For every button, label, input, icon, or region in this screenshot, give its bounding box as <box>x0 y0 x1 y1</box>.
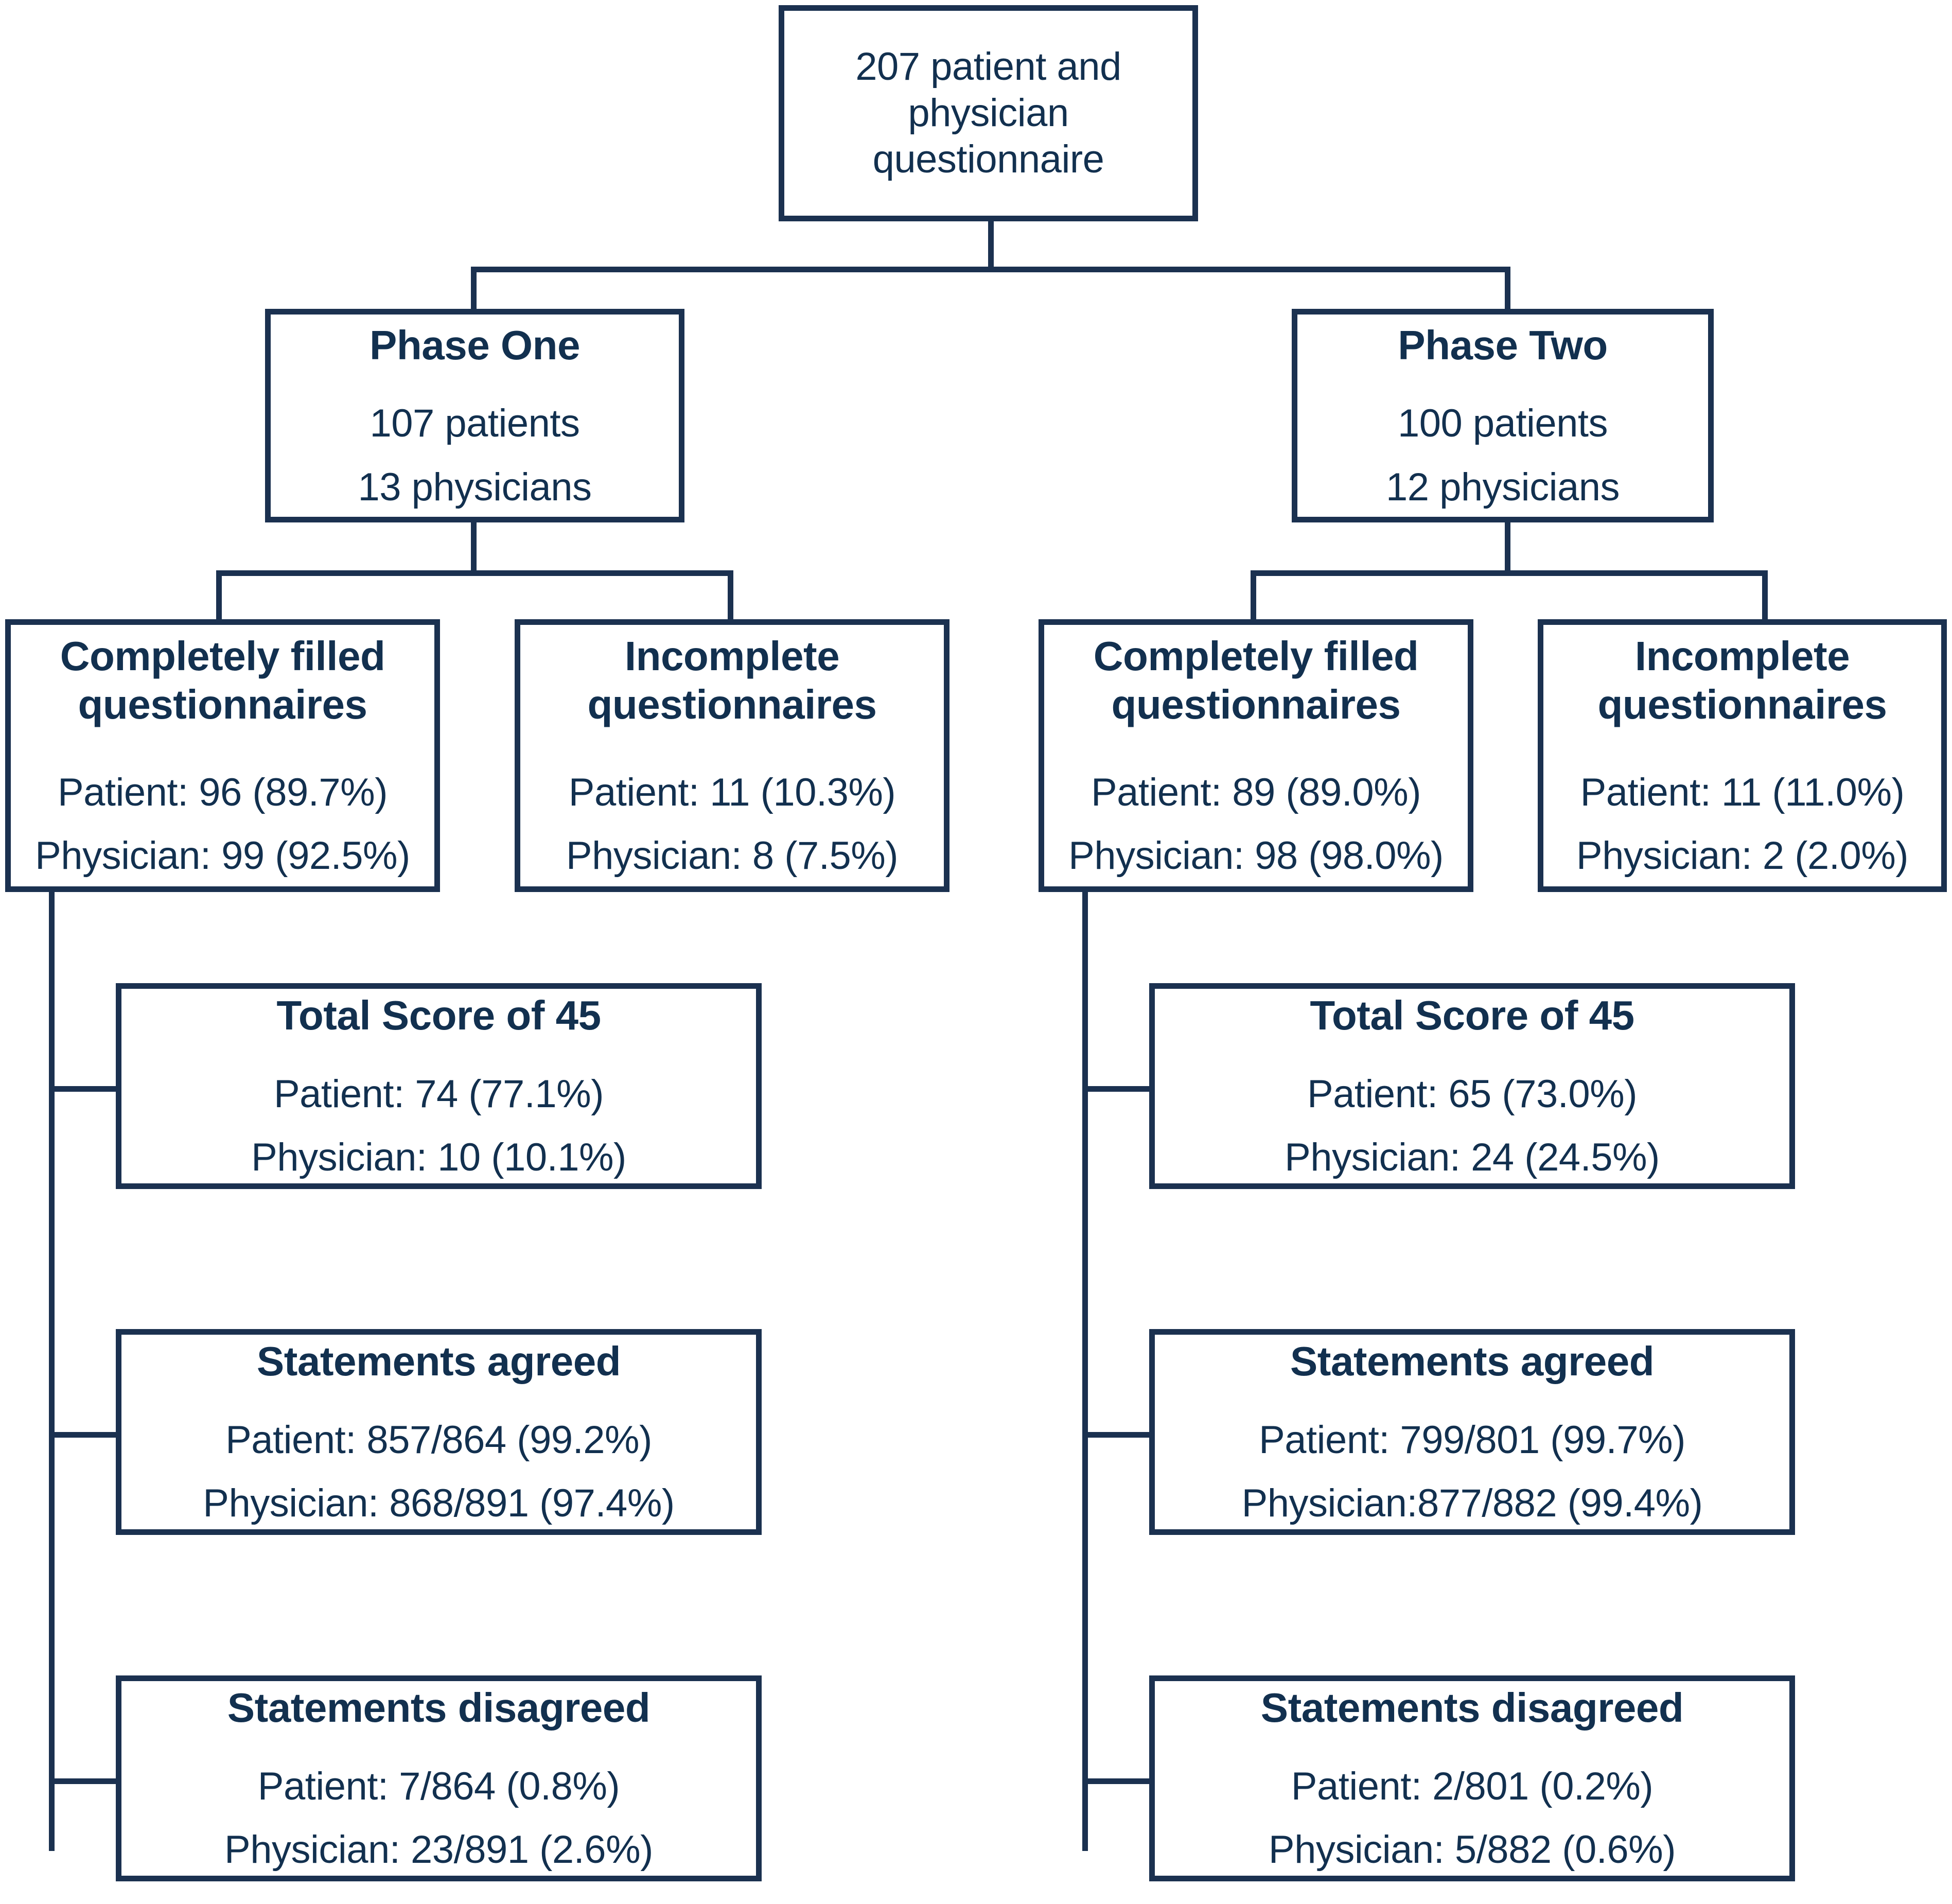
node-phase-two-incomplete[interactable]: Incomplete questionnaires Patient: 11 (1… <box>1538 619 1947 892</box>
phase-one-total-score-patient: Patient: 74 (77.1%) <box>273 1072 604 1116</box>
connector-phase-one-bus <box>216 570 733 576</box>
connector-right-stub-statements-agreed <box>1082 1432 1149 1438</box>
phase-one-patients: 107 patients <box>370 401 580 446</box>
connector-root-to-phase-two <box>1505 267 1510 321</box>
phase-one-statements-disagreed-title: Statements disagreed <box>227 1685 650 1731</box>
phase-one-statements-agreed-physician: Physician: 868/891 (97.4%) <box>203 1481 675 1526</box>
node-phase-one-statements-disagreed[interactable]: Statements disagreed Patient: 7/864 (0.8… <box>116 1675 762 1881</box>
phase-two-statements-disagreed-physician: Physician: 5/882 (0.6%) <box>1268 1828 1676 1872</box>
root-line-1: 207 patient and <box>855 45 1121 89</box>
phase-one-incomplete-patient: Patient: 11 (10.3%) <box>568 770 896 814</box>
phase-one-complete-title-line-2: questionnaires <box>78 682 367 728</box>
phase-two-incomplete-title-line-1: Incomplete <box>1634 633 1850 679</box>
root-line-2: physician <box>908 91 1069 135</box>
phase-two-total-score-title: Total Score of 45 <box>1310 992 1634 1039</box>
connector-root-stem <box>988 219 994 270</box>
phase-two-physicians: 12 physicians <box>1386 465 1620 509</box>
phase-one-total-score-title: Total Score of 45 <box>276 992 601 1039</box>
phase-two-statements-disagreed-patient: Patient: 2/801 (0.2%) <box>1291 1764 1654 1808</box>
node-phase-one-total-score[interactable]: Total Score of 45 Patient: 74 (77.1%) Ph… <box>116 983 762 1189</box>
phase-one-complete-title-line-1: Completely filled <box>60 633 385 679</box>
connector-phase-one-to-incomplete <box>728 570 733 622</box>
node-phase-two-complete[interactable]: Completely filled questionnaires Patient… <box>1039 619 1473 892</box>
phase-one-total-score-physician: Physician: 10 (10.1%) <box>251 1136 626 1180</box>
phase-one-title: Phase One <box>369 322 581 368</box>
node-phase-one[interactable]: Phase One 107 patients 13 physicians <box>265 309 684 522</box>
connector-left-spine <box>49 888 55 1851</box>
phase-two-complete-title-line-1: Completely filled <box>1093 633 1419 679</box>
root-line-3: questionnaire <box>872 137 1104 181</box>
node-phase-one-incomplete[interactable]: Incomplete questionnaires Patient: 11 (1… <box>515 619 949 892</box>
connector-phase-two-to-complete <box>1251 570 1256 622</box>
connector-left-stub-statements-agreed <box>49 1432 116 1438</box>
phase-two-statements-disagreed-title: Statements disagreed <box>1260 1685 1684 1731</box>
phase-two-complete-patient: Patient: 89 (89.0%) <box>1091 770 1421 814</box>
connector-phase-two-bus <box>1251 570 1768 576</box>
node-phase-two[interactable]: Phase Two 100 patients 12 physicians <box>1292 309 1714 522</box>
phase-two-complete-physician: Physician: 98 (98.0%) <box>1068 834 1444 878</box>
phase-one-complete-patient: Patient: 96 (89.7%) <box>57 770 388 814</box>
phase-one-statements-agreed-title: Statements agreed <box>256 1338 621 1385</box>
connector-phase-two-to-incomplete <box>1762 570 1768 622</box>
phase-two-incomplete-physician: Physician: 2 (2.0%) <box>1576 834 1909 878</box>
phase-two-statements-agreed-patient: Patient: 799/801 (99.7%) <box>1259 1418 1685 1462</box>
phase-two-statements-agreed-physician: Physician:877/882 (99.4%) <box>1241 1481 1703 1526</box>
phase-one-statements-agreed-patient: Patient: 857/864 (99.2%) <box>225 1418 652 1462</box>
phase-one-statements-disagreed-patient: Patient: 7/864 (0.8%) <box>257 1764 620 1808</box>
connector-right-spine <box>1082 888 1088 1851</box>
phase-two-complete-title-line-2: questionnaires <box>1111 682 1401 728</box>
phase-one-physicians: 13 physicians <box>358 465 592 509</box>
node-phase-two-statements-agreed[interactable]: Statements agreed Patient: 799/801 (99.7… <box>1149 1329 1795 1535</box>
phase-one-incomplete-title-line-2: questionnaires <box>587 682 877 728</box>
phase-two-incomplete-patient: Patient: 11 (11.0%) <box>1580 770 1905 814</box>
connector-phase-one-to-complete <box>216 570 222 622</box>
phase-two-title: Phase Two <box>1398 322 1608 368</box>
phase-one-incomplete-physician: Physician: 8 (7.5%) <box>566 834 899 878</box>
phase-one-complete-physician: Physician: 99 (92.5%) <box>35 834 410 878</box>
phase-two-patients: 100 patients <box>1397 401 1608 446</box>
phase-two-statements-agreed-title: Statements agreed <box>1290 1338 1655 1385</box>
node-phase-two-statements-disagreed[interactable]: Statements disagreed Patient: 2/801 (0.2… <box>1149 1675 1795 1881</box>
connector-phase-one-stem <box>471 520 477 574</box>
phase-one-incomplete-title-line-1: Incomplete <box>624 633 840 679</box>
node-phase-one-statements-agreed[interactable]: Statements agreed Patient: 857/864 (99.2… <box>116 1329 762 1535</box>
phase-two-total-score-patient: Patient: 65 (73.0%) <box>1307 1072 1638 1116</box>
phase-one-statements-disagreed-physician: Physician: 23/891 (2.6%) <box>224 1828 653 1872</box>
phase-two-incomplete-title-line-2: questionnaires <box>1597 682 1887 728</box>
node-phase-one-complete[interactable]: Completely filled questionnaires Patient… <box>5 619 440 892</box>
connector-root-to-phase-one <box>471 267 477 321</box>
connector-right-stub-total-score <box>1082 1086 1149 1092</box>
connector-left-stub-total-score <box>49 1086 116 1092</box>
connector-right-stub-statements-disagreed <box>1082 1778 1149 1784</box>
node-phase-two-total-score[interactable]: Total Score of 45 Patient: 65 (73.0%) Ph… <box>1149 983 1795 1189</box>
connector-left-stub-statements-disagreed <box>49 1778 116 1784</box>
node-root-questionnaire[interactable]: 207 patient and physician questionnaire <box>779 5 1198 221</box>
connector-root-bus <box>471 267 1510 272</box>
phase-two-total-score-physician: Physician: 24 (24.5%) <box>1285 1136 1660 1180</box>
connector-phase-two-stem <box>1505 520 1510 574</box>
